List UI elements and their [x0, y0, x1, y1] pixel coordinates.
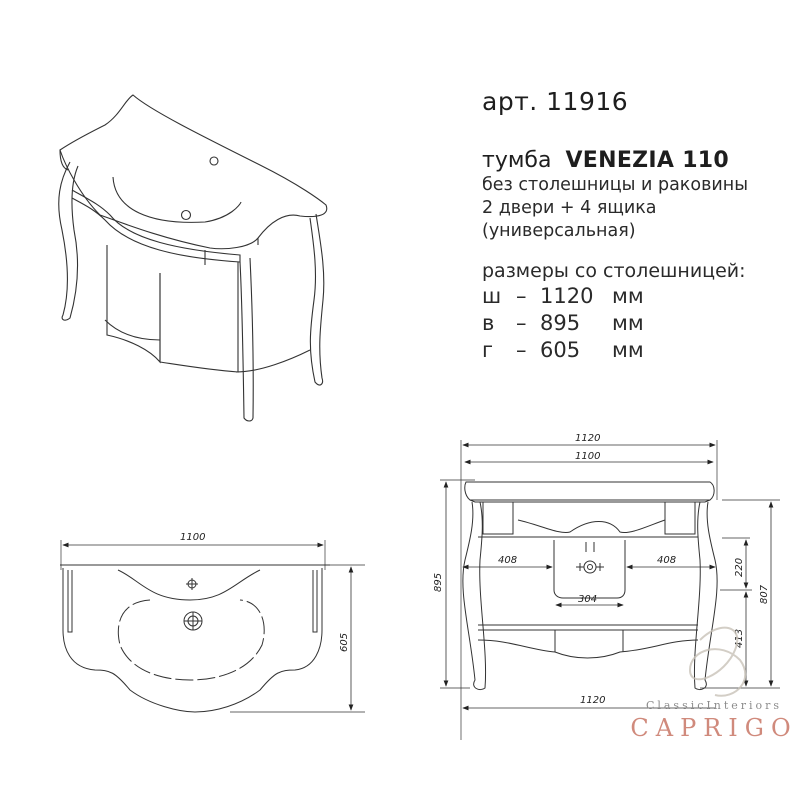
front-view-drawing — [440, 440, 780, 740]
brand-logo-icon — [688, 626, 747, 697]
dimension-value: 895 — [540, 311, 581, 335]
article-number: арт. 11916 — [482, 87, 629, 116]
product-model: VENEZIA 110 — [565, 148, 730, 173]
front-panel-width-label: 304 — [578, 594, 597, 605]
front-lower-height-label: 413 — [734, 629, 745, 648]
brand-watermark: ClassicInteriors CAPRIGO — [628, 699, 800, 742]
isometric-vanity-drawing — [58, 94, 328, 422]
front-left-offset-label: 408 — [498, 555, 517, 566]
dimension-value: 605 — [540, 338, 581, 362]
dimension-width: ш – 1120 мм — [482, 283, 800, 310]
front-inner-height-label: 807 — [759, 584, 770, 604]
dimension-key: г — [482, 338, 494, 362]
front-upper-height-label: 220 — [734, 558, 745, 577]
dimensions-heading: размеры со столешницей: — [482, 260, 746, 282]
dimension-value: 1120 — [540, 284, 594, 308]
description-line: без столешницы и раковины — [482, 175, 749, 195]
product-type: тумба — [482, 148, 552, 173]
dimension-key: в — [482, 311, 495, 335]
dimension-unit: мм — [612, 311, 644, 335]
dimension-dash: – — [516, 311, 527, 335]
dimension-key: ш — [482, 284, 502, 308]
brand-subtitle: ClassicInteriors — [645, 699, 783, 712]
top-view-drawing — [60, 540, 365, 713]
brand-name: CAPRIGO — [630, 714, 798, 742]
front-height-label: 895 — [433, 573, 444, 592]
dimension-dash: – — [516, 284, 527, 308]
front-basin-width-label: 1100 — [575, 451, 600, 462]
front-overall-width-bottom-label: 1120 — [580, 695, 605, 706]
front-overall-width-top-label: 1120 — [575, 433, 600, 444]
spec-text-block: арт. 11916 тумба VENEZIA 110 без столешн… — [482, 86, 800, 364]
dimension-dash: – — [516, 338, 527, 362]
product-title: тумба VENEZIA 110 — [482, 148, 800, 174]
dimension-unit: мм — [612, 338, 644, 362]
dimension-height: в – 895 мм — [482, 310, 800, 337]
dimension-depth: г – 605 мм — [482, 337, 800, 364]
description-line: 2 двери + 4 ящика — [482, 198, 657, 218]
front-right-offset-label: 408 — [657, 555, 676, 566]
description-line: (универсальная) — [482, 221, 636, 241]
top-view-depth-label: 605 — [339, 633, 350, 652]
dimension-unit: мм — [612, 284, 644, 308]
top-view-width-label: 1100 — [180, 532, 205, 543]
